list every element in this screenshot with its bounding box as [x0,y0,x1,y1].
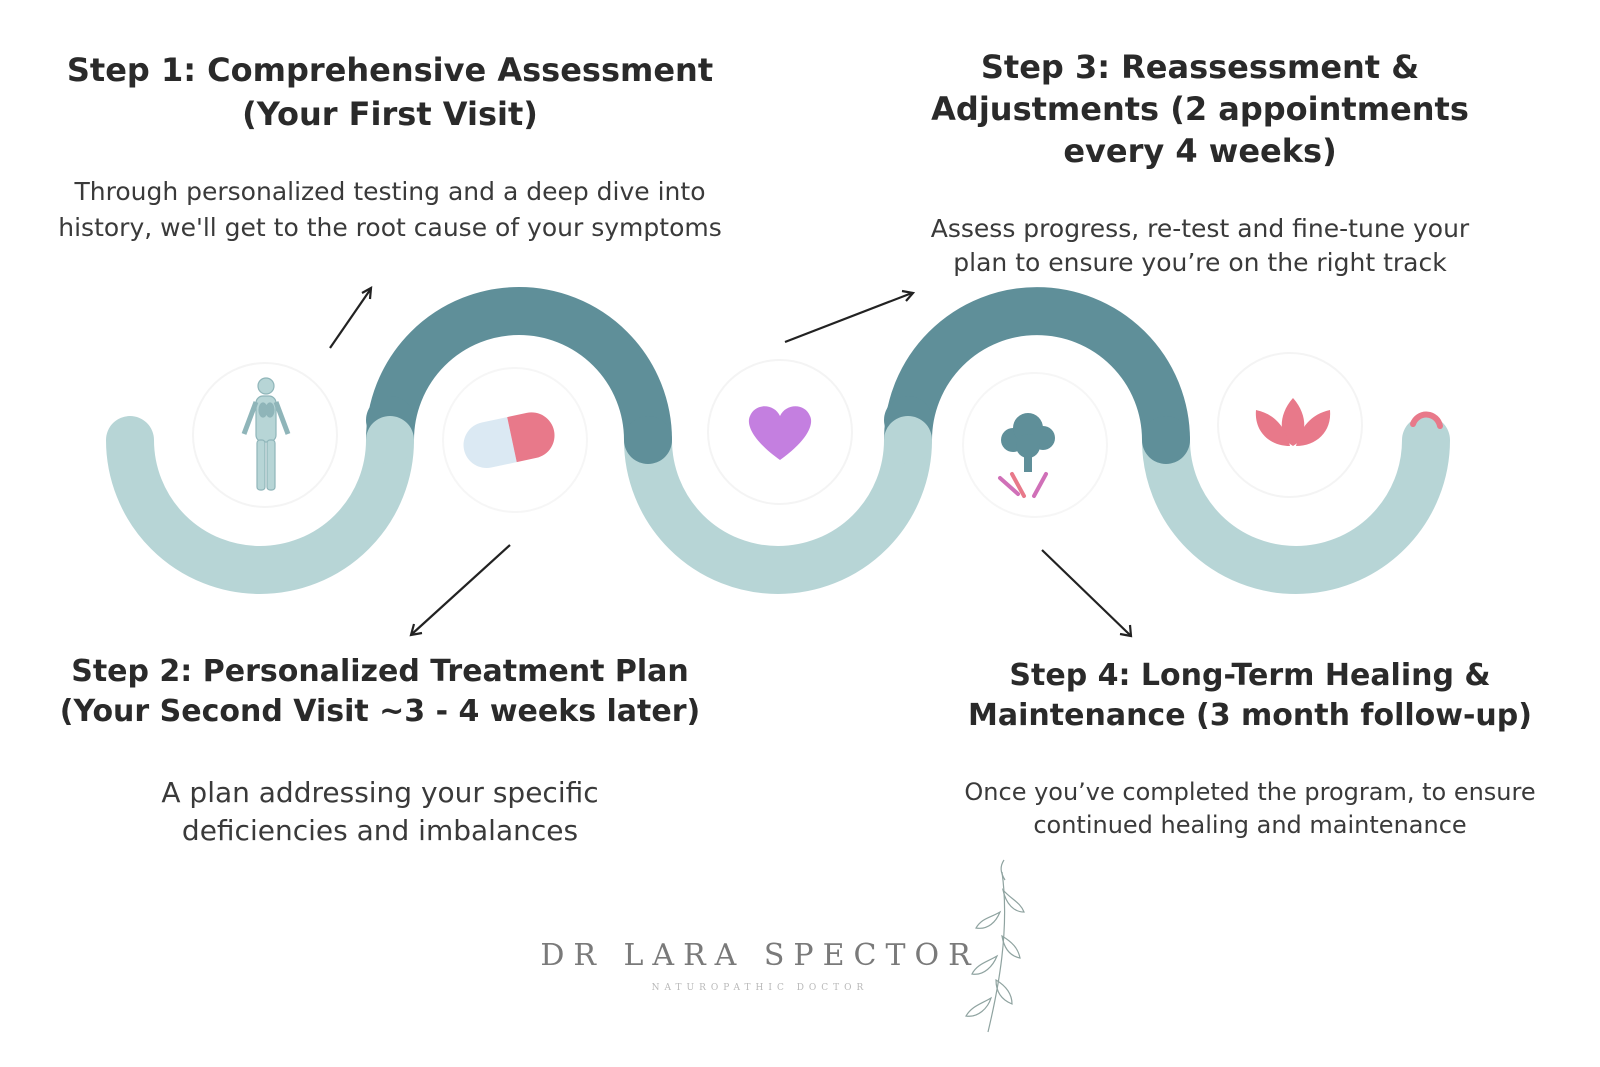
step-2-title: Step 2: Personalized Treatment Plan (You… [40,652,720,732]
wave-end-accent [1410,411,1443,429]
light-cap-2 [884,416,932,464]
step-2-description: A plan addressing your specific deficien… [40,774,720,850]
human-body-icon [241,377,291,491]
step-4-desc-line-2: continued healing and maintenance [1033,811,1467,839]
step-3-title-line-1: Step 3: Reassessment & [980,48,1420,86]
icon-halo-2 [442,367,588,513]
wave-crest-1 [366,287,672,441]
light-cap-1 [366,416,414,464]
step-4-title-line-1: Step 4: Long-Term Healing & [1009,658,1491,693]
broccoli-icon [998,413,1055,498]
heart-icon [748,406,812,460]
step-4-title: Step 4: Long-Term Healing & Maintenance … [930,656,1570,736]
brand-logo: DR LARA SPECTOR NATUROPATHIC DOCTOR [520,938,1000,993]
icon-halo-4 [962,372,1108,518]
icon-halo-3 [707,359,853,505]
step-2-desc-line-1: A plan addressing your specific [161,776,599,809]
step-3-title-line-3: every 4 weeks) [1063,132,1337,170]
wave-trough-1 [106,416,414,594]
step-3-desc-line-1: Assess progress, re-test and fine-tune y… [930,214,1470,243]
lotus-icon [1255,398,1331,446]
step-1-title: Step 1: Comprehensive Assessment (Your F… [20,48,760,136]
wave-trough-3 [1142,416,1450,594]
arrow-step-1 [329,289,371,349]
step-2-desc-line-2: deficiencies and imbalances [181,814,579,847]
step-4-desc-line-1: Once you’ve completed the program, to en… [964,778,1536,806]
step-1-description: Through personalized testing and a deep … [20,174,760,246]
step-2-block: Step 2: Personalized Treatment Plan (You… [40,652,720,850]
arrow-step-4 [1041,549,1131,636]
step-3-title: Step 3: Reassessment & Adjustments (2 ap… [880,46,1520,172]
crest-cap-4 [1142,416,1190,464]
step-1-title-line-2: (Your First Visit) [242,95,538,133]
step-4-block: Step 4: Long-Term Healing & Maintenance … [930,656,1570,842]
step-3-description: Assess progress, re-test and fine-tune y… [880,212,1520,280]
arrow-step-2 [411,544,511,635]
step-1-desc-line-2: history, we'll get to the root cause of … [58,213,722,242]
step-3-desc-line-2: plan to ensure you’re on the right track [953,248,1447,277]
step-3-title-line-2: Adjustments (2 appointments [931,90,1469,128]
step-1-desc-line-1: Through personalized testing and a deep … [74,177,706,206]
arrows [329,286,1133,638]
brand-subtitle: NATUROPATHIC DOCTOR [651,983,869,993]
step-4-title-line-2: Maintenance (3 month follow-up) [968,698,1532,733]
brand-name: DR LARA SPECTOR [540,938,980,973]
capsule-icon [463,412,555,468]
step-2-title-line-2: (Your Second Visit ~3 - 4 weeks later) [59,694,701,729]
step-1-title-line-1: Step 1: Comprehensive Assessment [66,51,714,89]
icon-halo-1 [192,362,338,508]
step-2-title-line-1: Step 2: Personalized Treatment Plan [71,654,689,689]
step-1-block: Step 1: Comprehensive Assessment (Your F… [20,48,760,246]
wave-crest-2 [884,287,1190,441]
arrow-step-3 [784,291,913,344]
icon-halo-5 [1217,352,1363,498]
leaf-sprig-logo [965,859,1025,1033]
step-3-block: Step 3: Reassessment & Adjustments (2 ap… [880,46,1520,280]
crest-cap-2 [624,416,672,464]
step-4-description: Once you’ve completed the program, to en… [930,776,1570,842]
wave-trough-2 [624,439,932,594]
